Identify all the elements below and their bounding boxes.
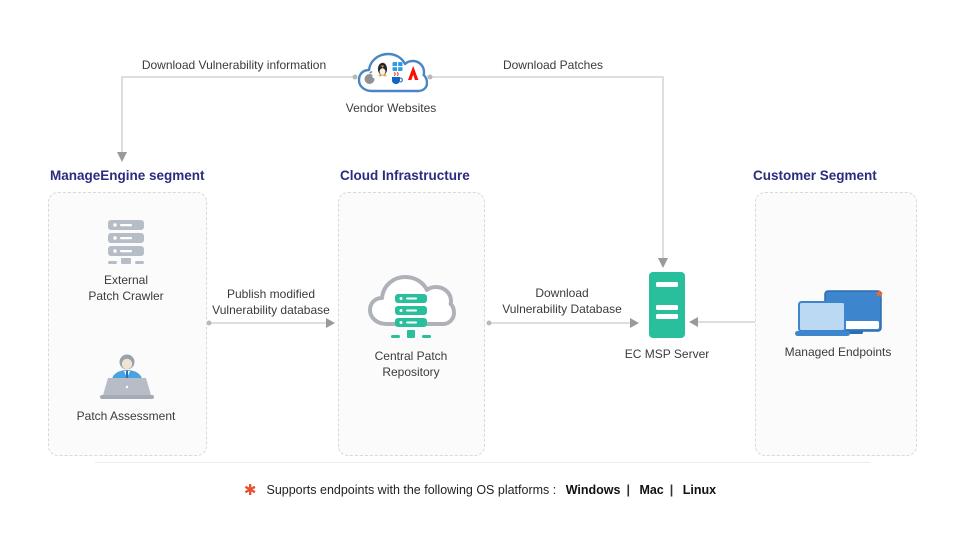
- java-logo-icon: [392, 72, 403, 85]
- cloud-infrastructure-title: Cloud Infrastructure: [340, 168, 470, 183]
- vendor-websites-label: Vendor Websites: [345, 101, 437, 115]
- server-stack-icon: [108, 220, 144, 264]
- download-vuln-db-label: Download Vulnerability Database: [502, 286, 622, 316]
- customer-segment-title: Customer Segment: [753, 168, 877, 183]
- connector-publish-modified: [206, 318, 335, 328]
- connector-download-vuln-info: [117, 74, 358, 162]
- connector-download-patches: [427, 74, 668, 268]
- apple-logo-icon: [364, 71, 377, 84]
- download-patches-label: Download Patches: [502, 58, 604, 72]
- msp-server-icon: [649, 272, 685, 338]
- endpoints-icon: [795, 290, 882, 336]
- separator: |: [626, 483, 630, 497]
- analyst-laptop-icon: [100, 354, 154, 399]
- vendor-cloud-icon: [357, 52, 428, 93]
- windows-label: Windows: [565, 483, 621, 497]
- external-patch-crawler-label: External Patch Crawler: [88, 273, 164, 303]
- laptop-icon: [795, 301, 850, 336]
- os-support-note: ✱ Supports endpoints with the following O…: [0, 481, 966, 499]
- linux-logo-icon: [377, 62, 388, 77]
- managed-endpoints-label: Managed Endpoints: [784, 345, 892, 359]
- windows-logo-icon: [392, 62, 403, 71]
- adobe-logo-icon: [408, 66, 419, 80]
- footer-divider: [95, 462, 870, 463]
- ec-msp-server-label: EC MSP Server: [624, 347, 710, 361]
- connector-download-vuln-db: [486, 318, 639, 328]
- download-vuln-info-label: Download Vulnerability information: [141, 58, 327, 72]
- endpoint-asterisk: *: [876, 287, 883, 306]
- cloud-infrastructure-box: [338, 192, 485, 456]
- footnote-asterisk: ✱: [243, 482, 257, 499]
- patch-assessment-label: Patch Assessment: [76, 409, 176, 423]
- linux-label: Linux: [682, 483, 717, 497]
- mac-label: Mac: [639, 483, 664, 497]
- os-support-text: Supports endpoints with the following OS…: [266, 483, 557, 497]
- publish-modified-label: Publish modified Vulnerability database: [212, 287, 330, 317]
- separator: |: [669, 483, 674, 497]
- manageengine-segment-title: ManageEngine segment: [50, 168, 205, 183]
- cloud-repo-icon: [368, 275, 456, 338]
- central-patch-repo-label: Central Patch Repository: [374, 349, 448, 379]
